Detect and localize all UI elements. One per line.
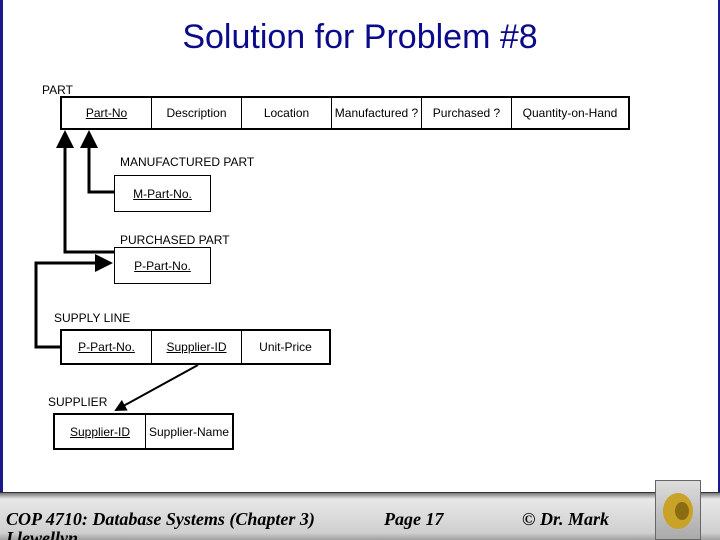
part-column-purchased: Purchased ? [422,98,512,128]
part-label: PART [42,83,73,97]
manufactured-to-part-arrow [80,130,114,194]
m-part-no-cell: M-Part-No. [133,186,192,201]
supply-p-part-no-cell: P-Part-No. [62,331,152,363]
footer-author-cont: Llewellyn [6,528,78,540]
footer-bar [0,492,720,540]
supplier-table: Supplier-ID Supplier-Name [53,413,234,450]
purchased-label: PURCHASED PART [120,233,230,247]
footer-author: © Dr. Mark [522,509,609,529]
part-column-location: Location [242,98,332,128]
footer-course: COP 4710: Database Systems (Chapter 3) [6,509,315,529]
manufactured-label: MANUFACTURED PART [120,155,255,169]
ucf-pegasus-logo [655,480,701,540]
part-column-part-no: Part-No [62,98,152,128]
p-part-no-cell: P-Part-No. [134,258,191,273]
manufactured-table: M-Part-No. [114,175,211,212]
right-border [718,0,720,492]
purchased-table: P-Part-No. [114,247,211,284]
supplier-name-cell: Supplier-Name [148,424,230,439]
footer-page: Page 17 [384,509,444,529]
part-column-description: Description [152,98,242,128]
supply-to-supplier-arrow [114,364,199,411]
supply-line-table: P-Part-No. Supplier-ID Unit-Price [60,329,331,365]
part-column-manufactured: Manufactured ? [332,98,422,128]
supplier-label: SUPPLIER [48,395,108,409]
part-column-quantity-on-hand: Quantity-on-Hand [522,106,618,120]
unit-price-cell: Unit-Price [259,340,312,354]
supply-line-label: SUPPLY LINE [54,311,131,325]
slide-title: Solution for Problem #8 [182,18,538,56]
supplier-id-cell: Supplier-ID [55,415,146,448]
supply-to-purchased-arrow [34,254,113,349]
pegasus-icon [663,493,693,529]
purchased-to-part-arrow [56,130,114,254]
supply-supplier-id-cell: Supplier-ID [152,331,242,363]
left-border [0,0,3,492]
